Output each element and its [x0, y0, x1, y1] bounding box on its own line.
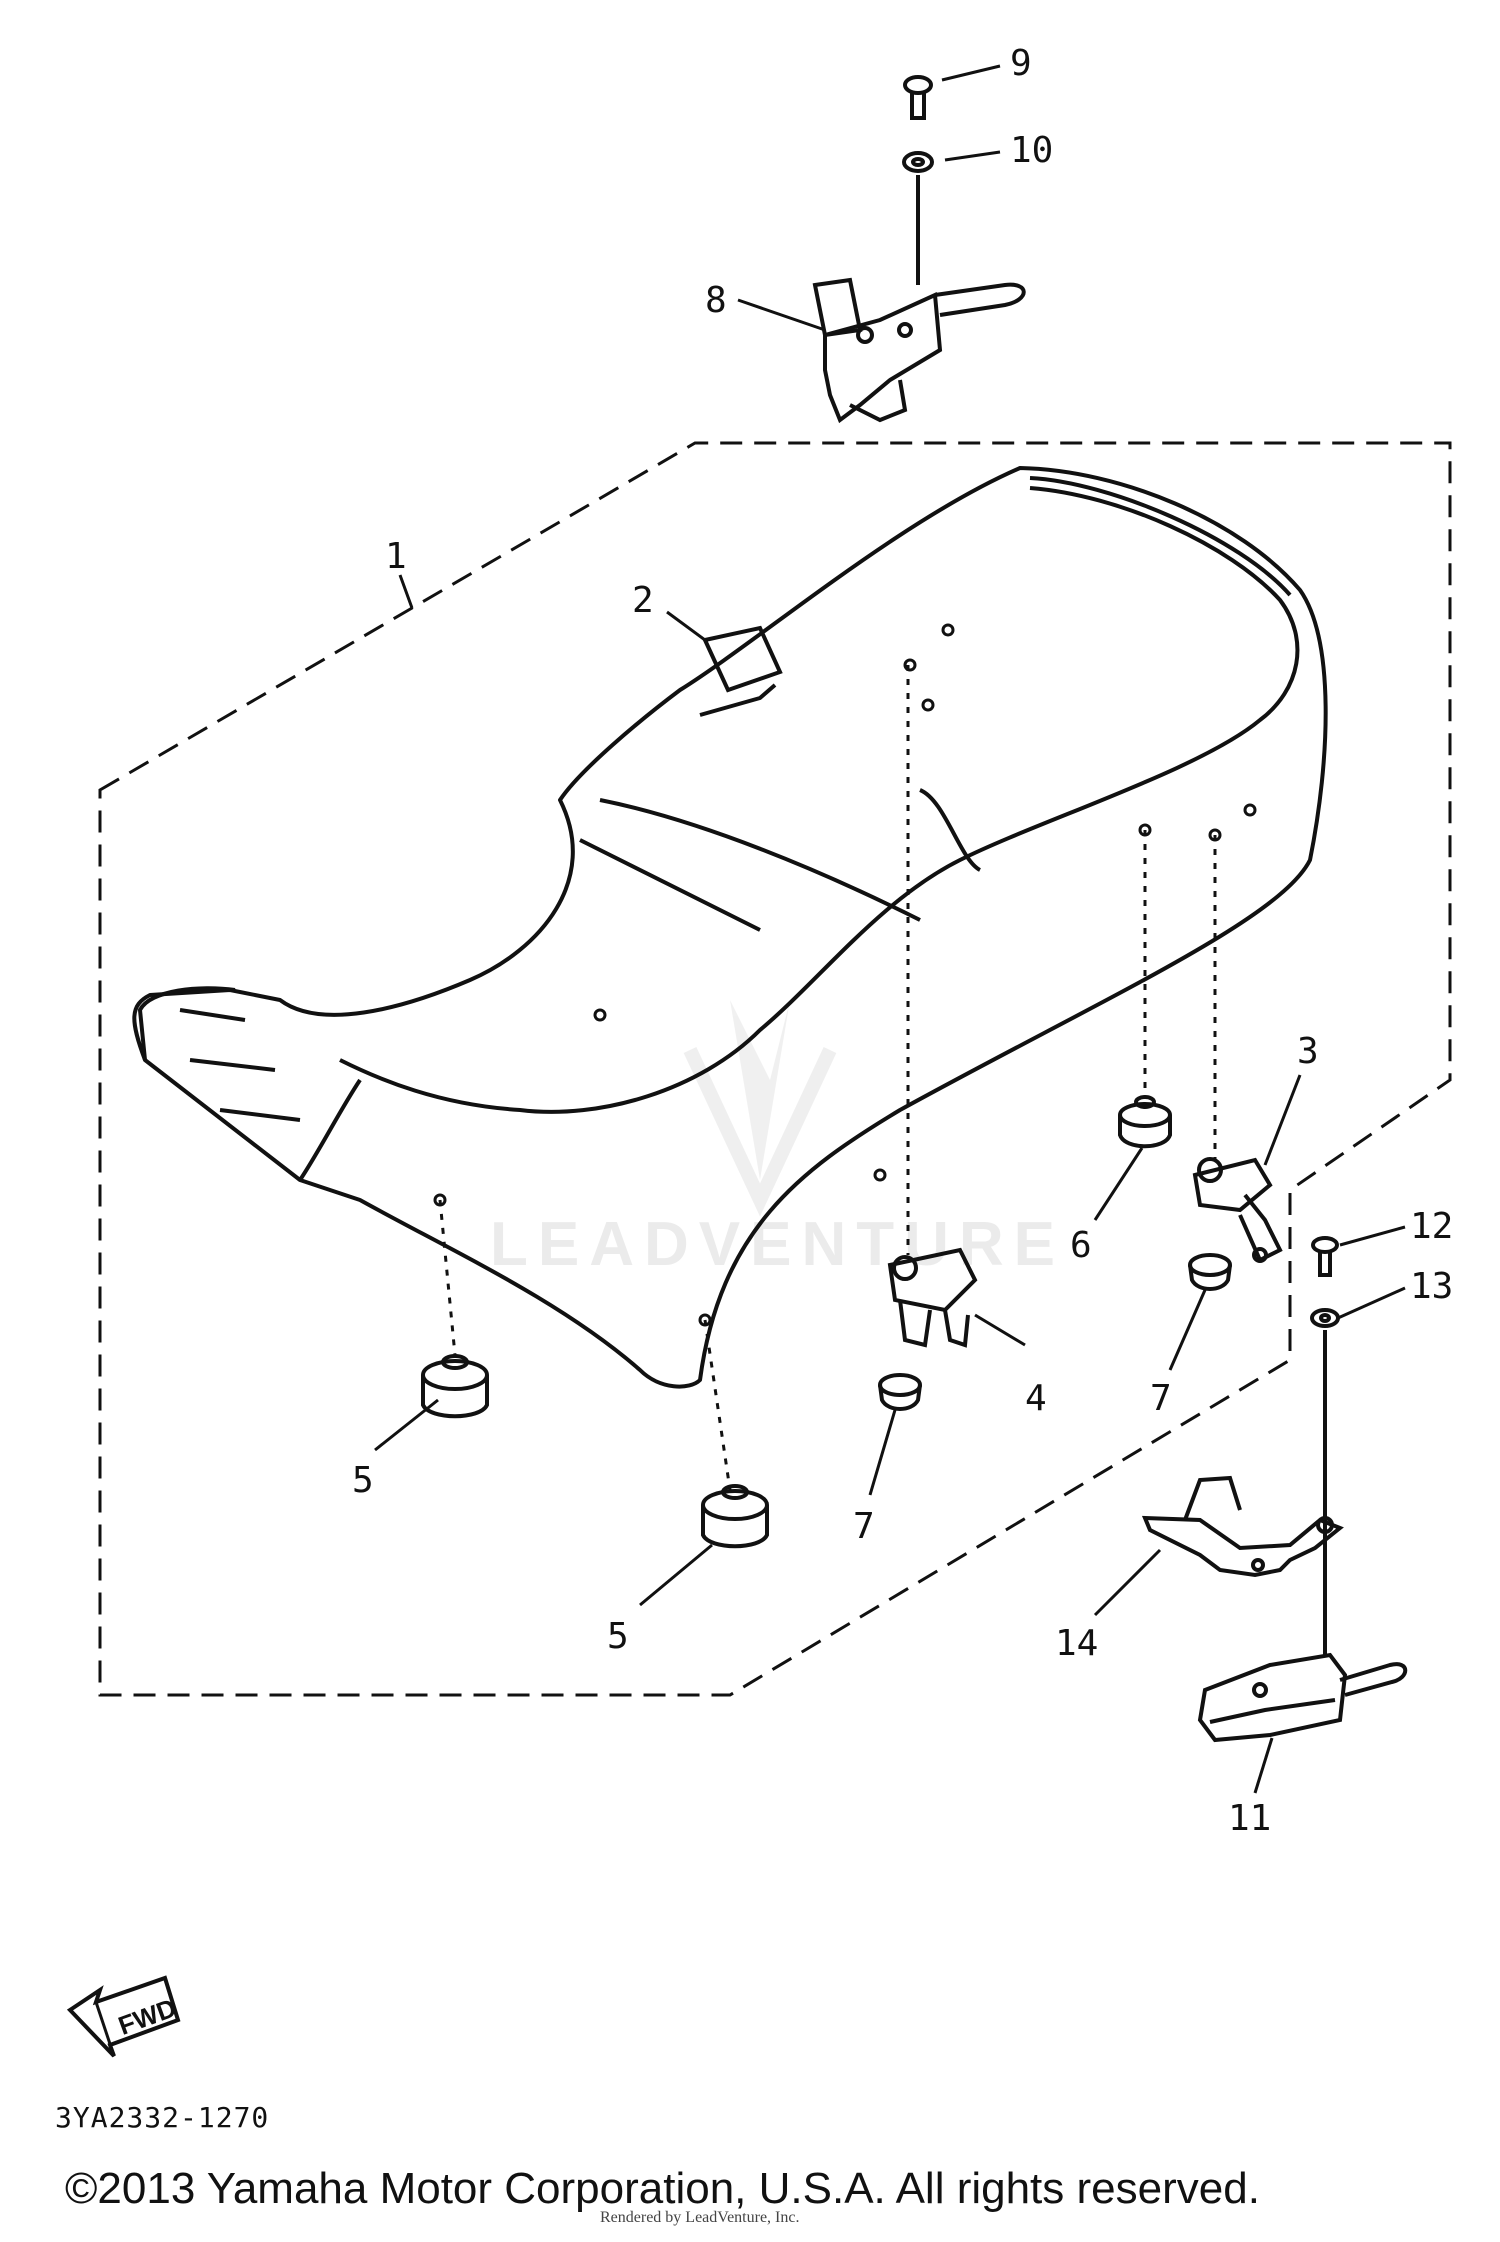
callout-13: 13 — [1410, 1266, 1453, 1307]
assembly-outline — [98, 441, 1452, 1697]
callout-1: 1 — [385, 536, 407, 577]
callout-labels: 1 2 3 4 5 5 6 7 7 8 9 10 11 12 13 14 — [352, 43, 1453, 1839]
copyright-notice: ©2013 Yamaha Motor Corporation, U.S.A. A… — [65, 2164, 1260, 2213]
watermark-text: LEADVENTURE — [490, 1210, 1065, 1279]
fwd-arrow-icon: FWD — [66, 1975, 181, 2058]
part-4-hook — [887, 1247, 978, 1348]
seat-illustration — [132, 466, 1328, 1389]
part-12-bolt — [1311, 1236, 1339, 1277]
part-7-grommet-center — [878, 1373, 922, 1411]
callout-12: 12 — [1410, 1206, 1453, 1247]
leader-lines — [374, 64, 1406, 1794]
part-2-strap — [699, 625, 783, 717]
part-11-seat-lock — [1197, 1652, 1408, 1743]
mounting-lines — [438, 665, 1217, 1491]
callout-3: 3 — [1297, 1031, 1319, 1072]
part-14-bracket — [1141, 1475, 1344, 1578]
part-7-grommet-right — [1188, 1253, 1232, 1291]
mounting-holes — [433, 623, 1257, 1327]
callout-2: 2 — [632, 580, 654, 621]
callout-8: 8 — [705, 280, 727, 321]
callout-14: 14 — [1055, 1623, 1098, 1664]
callout-7-center: 7 — [853, 1506, 875, 1547]
callout-6: 6 — [1070, 1225, 1092, 1266]
callout-11: 11 — [1228, 1798, 1271, 1839]
callout-5-center: 5 — [607, 1616, 629, 1657]
part-8-seat-lock — [812, 277, 1026, 424]
callout-5-left: 5 — [352, 1460, 374, 1501]
part-5-damper-center — [701, 1484, 769, 1549]
callout-9: 9 — [1010, 43, 1032, 84]
callout-10: 10 — [1010, 130, 1053, 171]
part-10-washer — [902, 151, 934, 173]
watermark-logo: LEADVENTURE — [490, 1000, 1065, 1279]
rendered-by-note: Rendered by LeadVenture, Inc. — [600, 2209, 799, 2226]
callout-7-right: 7 — [1150, 1378, 1172, 1419]
part-13-washer — [1310, 1308, 1340, 1328]
diagram-part-code: 3YA2332-1270 — [55, 2101, 269, 2134]
part-6-damper — [1118, 1095, 1172, 1149]
part-3-hook — [1192, 1157, 1283, 1263]
callout-4: 4 — [1025, 1378, 1047, 1419]
part-9-bolt — [903, 75, 933, 120]
part-5-damper-left — [421, 1354, 489, 1419]
